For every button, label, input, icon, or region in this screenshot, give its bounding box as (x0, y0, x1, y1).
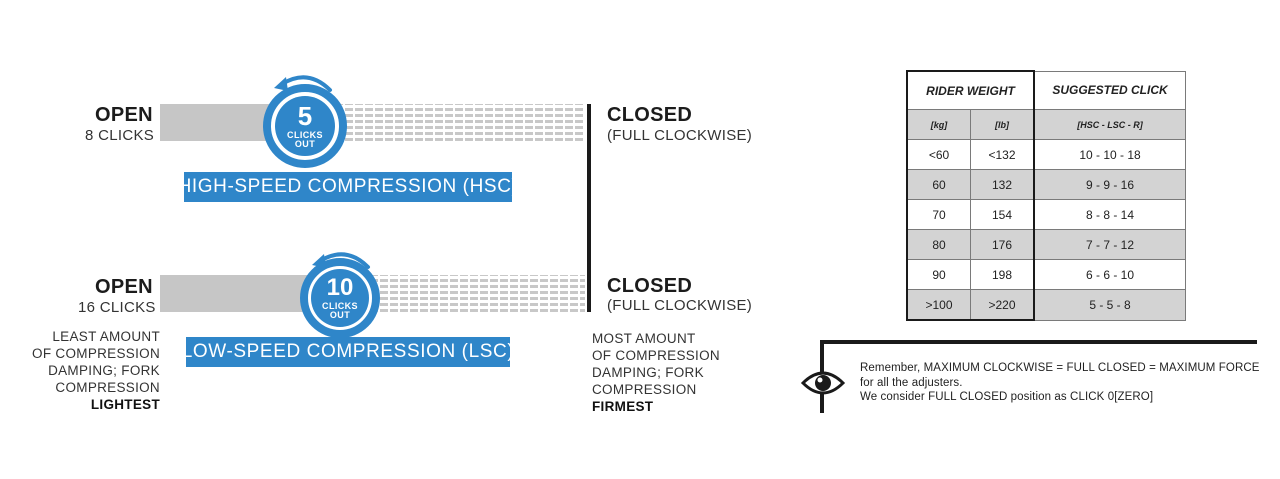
table-row: 70 154 8 - 8 - 14 (906, 199, 1186, 230)
closed-stop-line (587, 104, 591, 312)
cell-click: 6 - 6 - 10 (1033, 259, 1186, 290)
lsc-knob-caption-1: CLICKS (322, 301, 358, 311)
rider-weight-table: RIDER WEIGHT SUGGESTED CLICK [kg] [lb] [… (906, 70, 1186, 321)
right-desc-emphasis: FIRMEST (592, 399, 654, 414)
lsc-bar-open-section (160, 275, 310, 312)
table-row: 80 176 7 - 7 - 12 (906, 229, 1186, 260)
cell-lb: >220 (970, 289, 1035, 321)
table-row: <60 <132 10 - 10 - 18 (906, 139, 1186, 170)
counterclockwise-arrow-icon (274, 75, 332, 92)
hsc-open-clicks: 8 CLICKS (85, 127, 155, 144)
left-description: LEAST AMOUNT OF COMPRESSION DAMPING; FOR… (30, 328, 160, 413)
hsc-closed-title: CLOSED (607, 104, 693, 126)
note-line-2: for all the adjusters. (860, 376, 963, 389)
cell-lb: 198 (970, 259, 1035, 290)
note-line-1: Remember, MAXIMUM CLOCKWISE = FULL CLOSE… (860, 362, 1260, 374)
hsc-bar-closed-section (305, 104, 585, 141)
lsc-knob-caption-2: OUT (329, 310, 351, 320)
left-desc-line-4: COMPRESSION (55, 380, 160, 395)
lsc-knob-number: 10 (326, 274, 354, 301)
cell-kg: 70 (906, 199, 971, 230)
cell-click: 7 - 7 - 12 (1033, 229, 1186, 260)
left-desc-line-1: LEAST AMOUNT (52, 329, 160, 344)
header-rider-weight: RIDER WEIGHT (906, 70, 1035, 110)
unit-lb: [lb] (970, 109, 1035, 140)
lsc-label: LOW-SPEED COMPRESSION (LSC) (182, 337, 514, 367)
header-suggested-click: SUGGESTED CLICK (1033, 70, 1186, 110)
note-top-rule (820, 340, 1257, 344)
lsc-open-title: OPEN (95, 276, 153, 298)
right-desc-line-1: MOST AMOUNT (592, 331, 696, 346)
lsc-knob: 10 CLICKS OUT (300, 258, 380, 338)
table-row: >100 >220 5 - 5 - 8 (906, 289, 1186, 321)
cell-kg: 80 (906, 229, 971, 260)
cell-click: 10 - 10 - 18 (1033, 139, 1186, 170)
cell-kg: 90 (906, 259, 971, 290)
cell-lb: 176 (970, 229, 1035, 260)
note-line-3: We consider FULL CLOSED position as CLIC… (860, 391, 1154, 403)
left-desc-line-2: OF COMPRESSION (32, 346, 160, 361)
left-desc-line-3: DAMPING; FORK (48, 363, 160, 378)
right-description: MOST AMOUNT OF COMPRESSION DAMPING; FORK… (592, 330, 752, 415)
lsc-bar-closed-section (370, 275, 585, 312)
hsc-knob-number: 5 (297, 101, 313, 131)
cell-click: 5 - 5 - 8 (1033, 289, 1186, 321)
table-header-row: RIDER WEIGHT SUGGESTED CLICK (906, 70, 1186, 110)
hsc-label: HIGH-SPEED COMPRESSION (HSC) (178, 172, 518, 202)
table-unit-row: [kg] [lb] [HSC - LSC - R] (906, 109, 1186, 140)
unit-click: [HSC - LSC - R] (1033, 109, 1186, 140)
lsc-closed-sub: (FULL CLOCKWISE) (607, 297, 753, 314)
eye-icon (800, 371, 846, 395)
hsc-open-title: OPEN (95, 104, 153, 126)
lsc-open-clicks: 16 CLICKS (78, 299, 156, 316)
right-desc-line-2: OF COMPRESSION (592, 348, 720, 363)
cell-kg: >100 (906, 289, 971, 321)
left-desc-emphasis: LIGHTEST (90, 397, 160, 412)
cell-lb: 132 (970, 169, 1035, 200)
cell-kg: <60 (906, 139, 971, 170)
hsc-knob-caption-1: CLICKS (287, 130, 323, 140)
right-desc-line-4: COMPRESSION (592, 382, 697, 397)
right-desc-line-3: DAMPING; FORK (592, 365, 704, 380)
note-text: Remember, MAXIMUM CLOCKWISE = FULL CLOSE… (860, 361, 1260, 405)
cell-click: 8 - 8 - 14 (1033, 199, 1186, 230)
cell-click: 9 - 9 - 16 (1033, 169, 1186, 200)
hsc-knob-caption-2: OUT (294, 139, 316, 149)
cell-kg: 60 (906, 169, 971, 200)
cell-lb: <132 (970, 139, 1035, 170)
lsc-closed-title: CLOSED (607, 275, 693, 297)
unit-kg: [kg] (906, 109, 971, 140)
table-row: 60 132 9 - 9 - 16 (906, 169, 1186, 200)
hsc-knob: 5 CLICKS OUT (263, 84, 347, 168)
hsc-closed-sub: (FULL CLOCKWISE) (607, 127, 753, 144)
table-row: 90 198 6 - 6 - 10 (906, 259, 1186, 290)
cell-lb: 154 (970, 199, 1035, 230)
